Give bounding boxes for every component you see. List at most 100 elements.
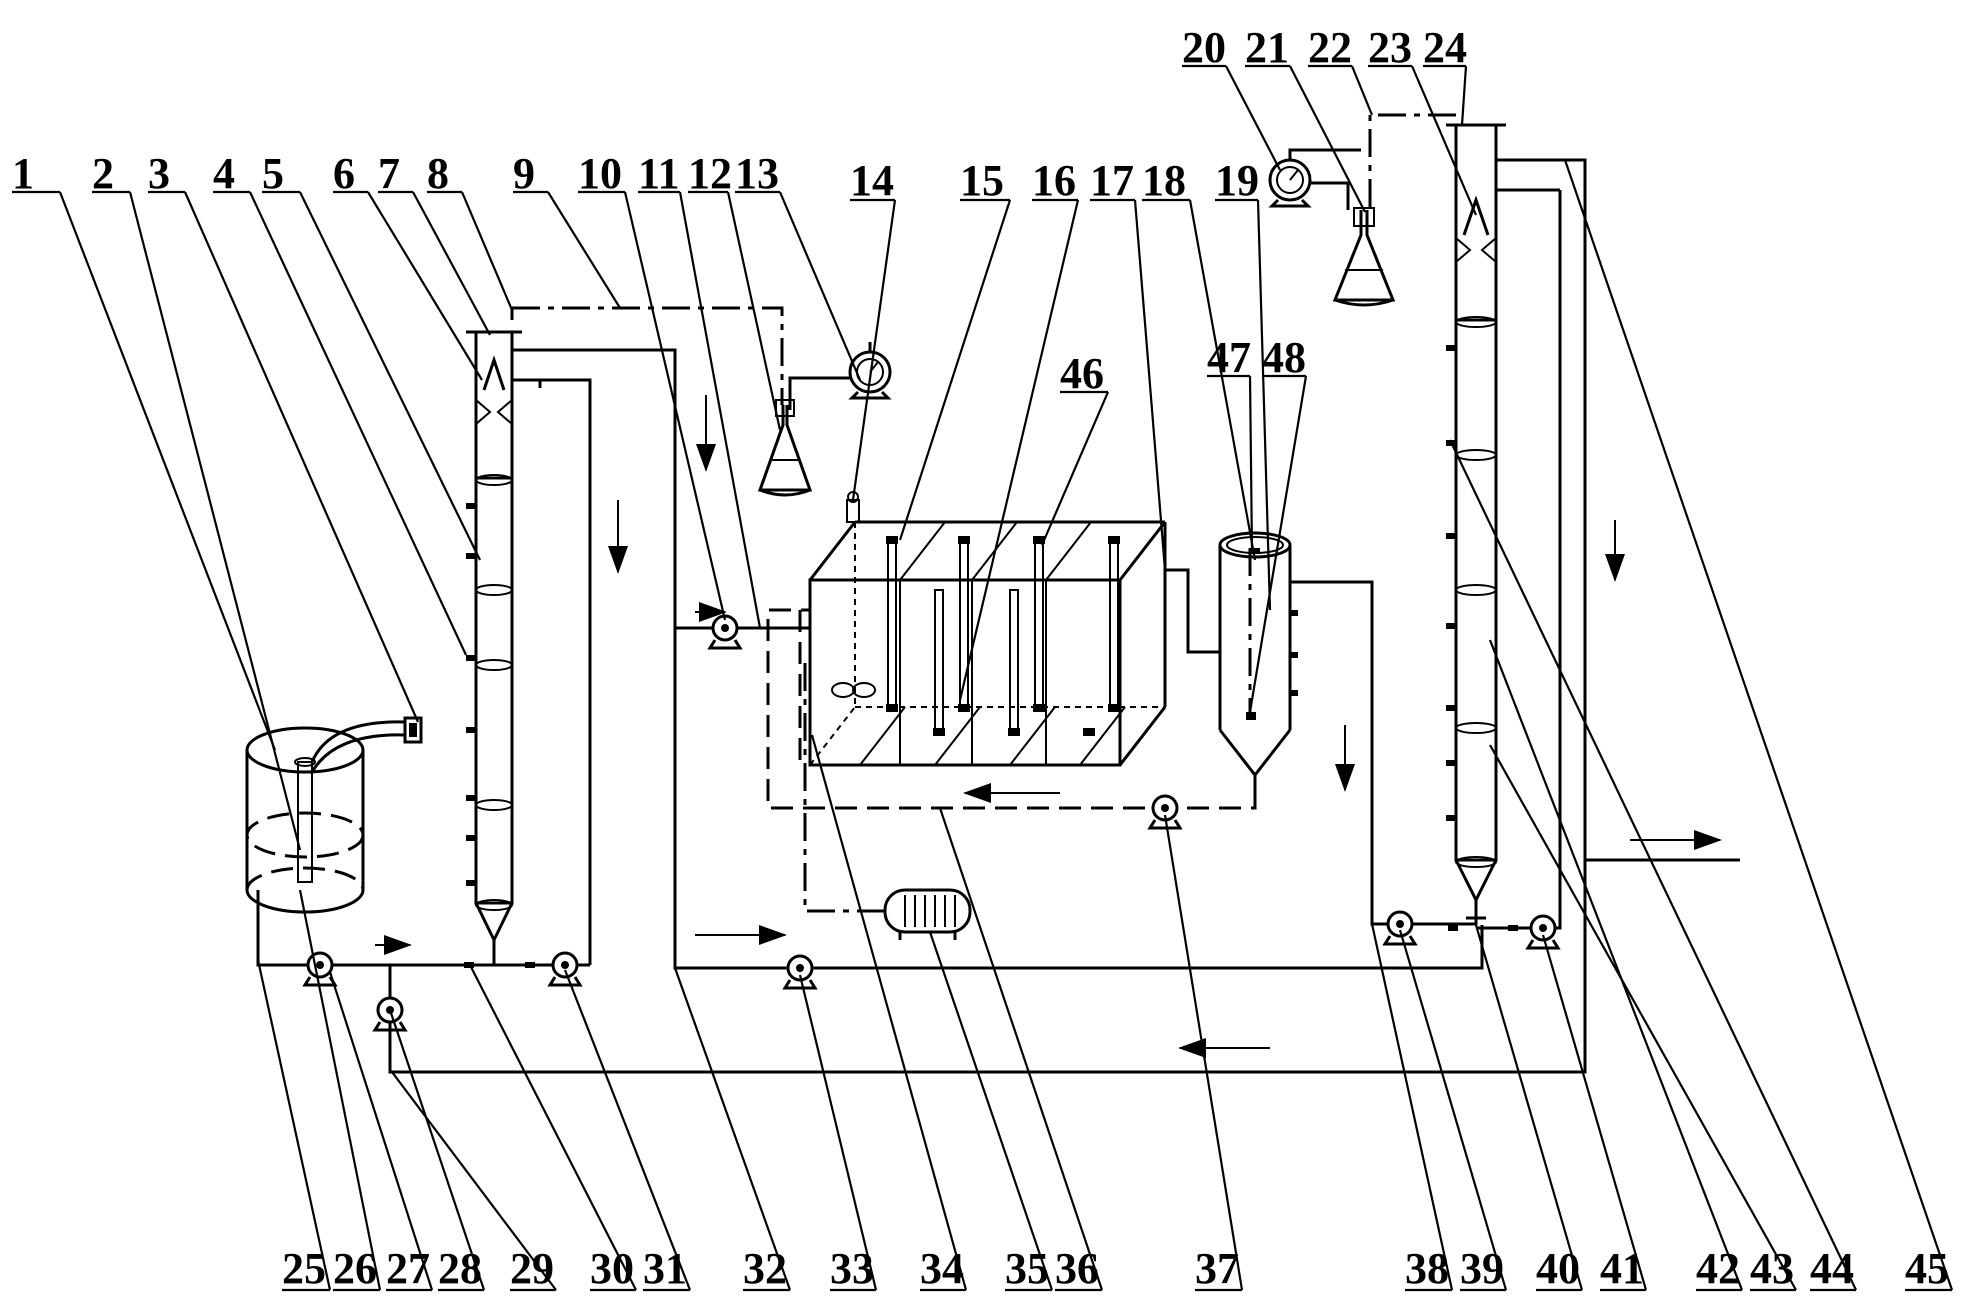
leader-line-20 xyxy=(1225,65,1281,171)
label-35: 35 xyxy=(1005,1244,1049,1293)
label-7: 7 xyxy=(378,149,400,198)
label-11: 11 xyxy=(638,149,680,198)
label-45: 45 xyxy=(1905,1244,1949,1293)
pump-middle xyxy=(782,954,818,990)
leader-line-35 xyxy=(928,931,1054,1291)
label-39: 39 xyxy=(1460,1244,1504,1293)
label-15: 15 xyxy=(960,156,1004,205)
label-9: 9 xyxy=(513,149,535,198)
electrodes xyxy=(886,536,1120,736)
leader-line-34 xyxy=(810,734,968,1291)
label-33: 33 xyxy=(830,1244,874,1293)
leader-line-9 xyxy=(547,191,621,309)
leader-line-42 xyxy=(1488,639,1744,1291)
label-48: 48 xyxy=(1262,333,1306,382)
leader-line-21 xyxy=(1289,65,1366,213)
part-labels: 1 2 3 4 5 6 7 8 9 10 11 12 13 14 15 16 1… xyxy=(12,23,1949,1293)
leader-line-37 xyxy=(1163,814,1244,1291)
label-38: 38 xyxy=(1405,1244,1449,1293)
label-26: 26 xyxy=(333,1244,377,1293)
leader-line-30 xyxy=(469,964,637,1291)
label-6: 6 xyxy=(333,149,355,198)
settler xyxy=(1218,531,1298,790)
leader-line-26 xyxy=(298,889,382,1291)
leader-line-13 xyxy=(778,191,862,381)
leader-line-39 xyxy=(1398,929,1508,1291)
leader-line-8 xyxy=(460,191,514,311)
label-24: 24 xyxy=(1423,23,1467,72)
label-36: 36 xyxy=(1055,1244,1099,1293)
label-5: 5 xyxy=(262,149,284,198)
leader-line-31 xyxy=(563,969,692,1291)
leader-line-29 xyxy=(391,1071,557,1291)
leader-line-14 xyxy=(851,199,897,501)
label-18: 18 xyxy=(1142,156,1186,205)
leader-line-45 xyxy=(1563,159,1954,1291)
right-reactor xyxy=(1446,123,1506,925)
leader-line-10 xyxy=(623,191,727,621)
blower xyxy=(883,888,972,940)
leader-line-1 xyxy=(58,191,277,751)
feed-tank xyxy=(245,716,423,914)
label-41: 41 xyxy=(1600,1244,1644,1293)
leader-line-11 xyxy=(678,191,762,629)
label-8: 8 xyxy=(427,149,449,198)
leader-line-15 xyxy=(898,199,1012,541)
label-34: 34 xyxy=(920,1244,964,1293)
left-reactor xyxy=(466,330,522,965)
leader-line-47 xyxy=(1248,375,1254,553)
label-1: 1 xyxy=(12,149,34,198)
leader-line-41 xyxy=(1541,934,1648,1291)
leader-line-24 xyxy=(1460,65,1468,126)
leader-line-4 xyxy=(249,191,467,656)
pump-feed xyxy=(302,951,338,987)
leader-line-25 xyxy=(256,959,332,1291)
leader-line-12 xyxy=(726,191,782,431)
leader-line-23 xyxy=(1410,65,1478,216)
label-31: 31 xyxy=(643,1244,687,1293)
leader-line-5 xyxy=(299,191,481,561)
leader-line-19 xyxy=(1256,199,1272,611)
label-20: 20 xyxy=(1182,23,1226,72)
pump-right-inlet xyxy=(1382,910,1418,946)
label-40: 40 xyxy=(1536,1244,1580,1293)
gas-bottle-left xyxy=(757,399,813,497)
leader-line-36 xyxy=(938,807,1104,1291)
label-10: 10 xyxy=(578,149,622,198)
leader-line-16 xyxy=(958,199,1080,701)
label-17: 17 xyxy=(1090,156,1134,205)
label-27: 27 xyxy=(386,1244,430,1293)
pump-sludge-return xyxy=(1147,794,1183,830)
gas-bottle-right xyxy=(1332,207,1396,307)
label-21: 21 xyxy=(1245,23,1289,72)
label-4: 4 xyxy=(213,149,235,198)
label-3: 3 xyxy=(148,149,170,198)
electro-tank xyxy=(798,491,1167,767)
label-23: 23 xyxy=(1368,23,1412,72)
leader-line-3 xyxy=(183,191,420,723)
leader-line-32 xyxy=(673,967,792,1291)
leader-line-33 xyxy=(798,974,878,1291)
label-44: 44 xyxy=(1810,1244,1854,1293)
leader-line-43 xyxy=(1489,744,1797,1291)
pump-tank-feed xyxy=(707,614,743,650)
label-37: 37 xyxy=(1195,1244,1239,1293)
leader-lines xyxy=(12,64,1954,1292)
leader-line-18 xyxy=(1188,199,1257,561)
label-42: 42 xyxy=(1696,1244,1740,1293)
leader-line-38 xyxy=(1370,923,1454,1291)
label-32: 32 xyxy=(743,1244,787,1293)
flow-arrows xyxy=(375,395,1722,1058)
leader-line-17 xyxy=(1133,199,1167,571)
leader-line-7 xyxy=(412,191,491,336)
pump-left-reactor xyxy=(547,951,583,987)
label-12: 12 xyxy=(688,149,732,198)
label-19: 19 xyxy=(1215,156,1259,205)
leader-line-44 xyxy=(1449,439,1857,1291)
label-46: 46 xyxy=(1060,349,1104,398)
label-2: 2 xyxy=(92,149,114,198)
leader-line-28 xyxy=(388,1009,486,1291)
leader-line-27 xyxy=(328,971,434,1291)
